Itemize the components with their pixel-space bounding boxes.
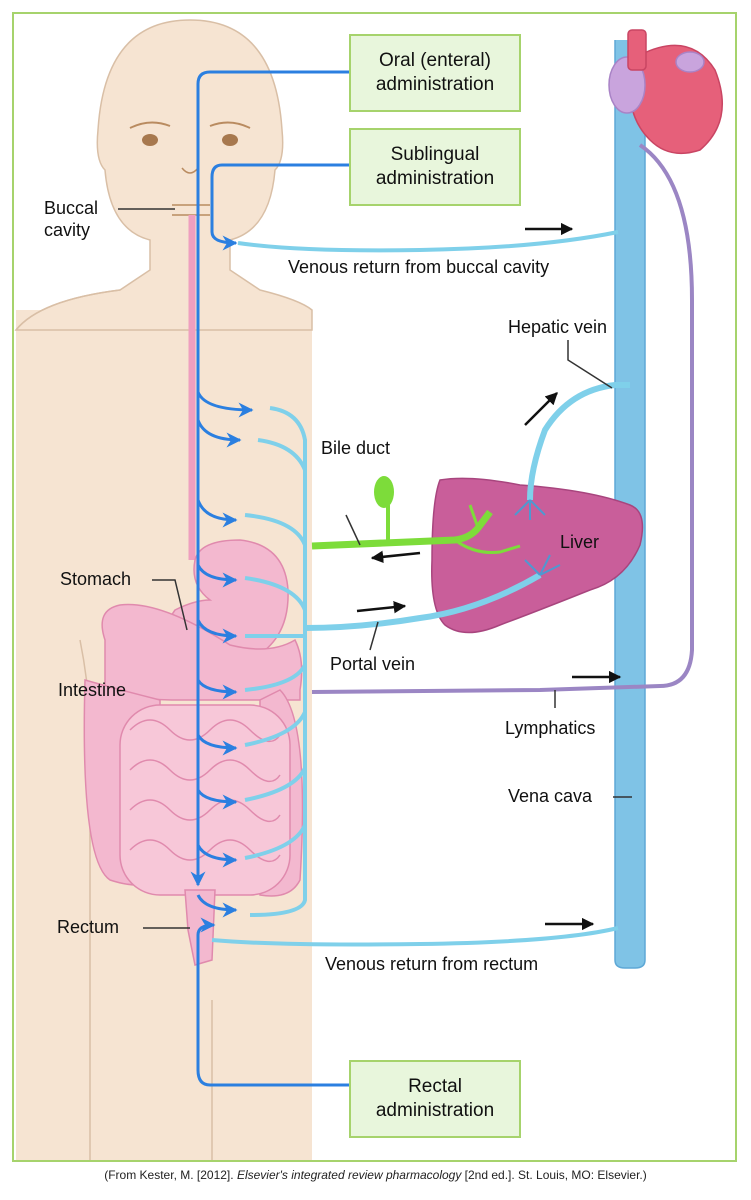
sublingual-box-line2: administration xyxy=(375,168,495,189)
heart xyxy=(608,29,723,155)
bile-duct-label: Bile duct xyxy=(321,438,391,458)
right-eye xyxy=(222,134,238,146)
buccal-label-line2: cavity xyxy=(44,220,91,240)
oral-box-line2: administration xyxy=(375,74,495,95)
hepatic-vein-label: Hepatic vein xyxy=(508,317,608,337)
buccal-label-line1: Buccal xyxy=(44,198,99,218)
vena-cava-vessel xyxy=(614,40,646,969)
drug-routes xyxy=(190,70,350,1087)
gallbladder xyxy=(374,476,394,508)
vena-cava-label: Vena cava xyxy=(508,786,593,806)
buccal-venous-return xyxy=(237,230,619,253)
sublingual-administration-box: Sublingual administration xyxy=(349,128,521,206)
portal-vein-vessel xyxy=(304,572,542,631)
figure-caption: (From Kester, M. [2012]. Elsevier's inte… xyxy=(0,1168,751,1182)
rectal-box-line1: Rectal xyxy=(408,1076,462,1097)
large-intestine xyxy=(101,603,303,701)
buccal-cavity-label: Buccal cavity xyxy=(44,197,98,241)
small-intestine xyxy=(119,704,291,896)
oral-box-line1: Oral (enteral) xyxy=(379,50,491,71)
rectal-administration-box: Rectal administration xyxy=(349,1060,521,1138)
venous-return-rectum-label: Venous return from rectum xyxy=(325,954,539,974)
liver-label: Liver xyxy=(560,532,600,552)
rectal-venous-return xyxy=(211,926,619,947)
face xyxy=(129,121,251,216)
caption-prefix: (From Kester, M. [2012]. xyxy=(104,1168,237,1182)
sublingual-box-line1: Sublingual xyxy=(390,144,480,165)
caption-suffix: [2nd ed.]. St. Louis, MO: Elsevier.) xyxy=(461,1168,647,1182)
portal-vein-label: Portal vein xyxy=(330,654,416,674)
rectal-box-line2: administration xyxy=(375,1100,495,1121)
left-eye xyxy=(142,134,158,146)
oral-administration-box: Oral (enteral) administration xyxy=(349,34,521,112)
mesenteric-veins xyxy=(244,406,307,917)
lymphatic-vessel xyxy=(311,143,694,694)
intestine-label: Intestine xyxy=(58,680,127,700)
lymphatics-label: Lymphatics xyxy=(505,718,596,738)
caption-title: Elsevier's integrated review pharmacolog… xyxy=(236,1168,462,1182)
rectum-label: Rectum xyxy=(57,917,120,937)
flow-arrows xyxy=(356,222,622,931)
stomach-label: Stomach xyxy=(60,569,132,589)
leader-lines xyxy=(118,208,632,929)
hepatic-vein-vessel xyxy=(527,382,630,501)
venous-return-buccal-label: Venous return from buccal cavity xyxy=(288,257,550,277)
